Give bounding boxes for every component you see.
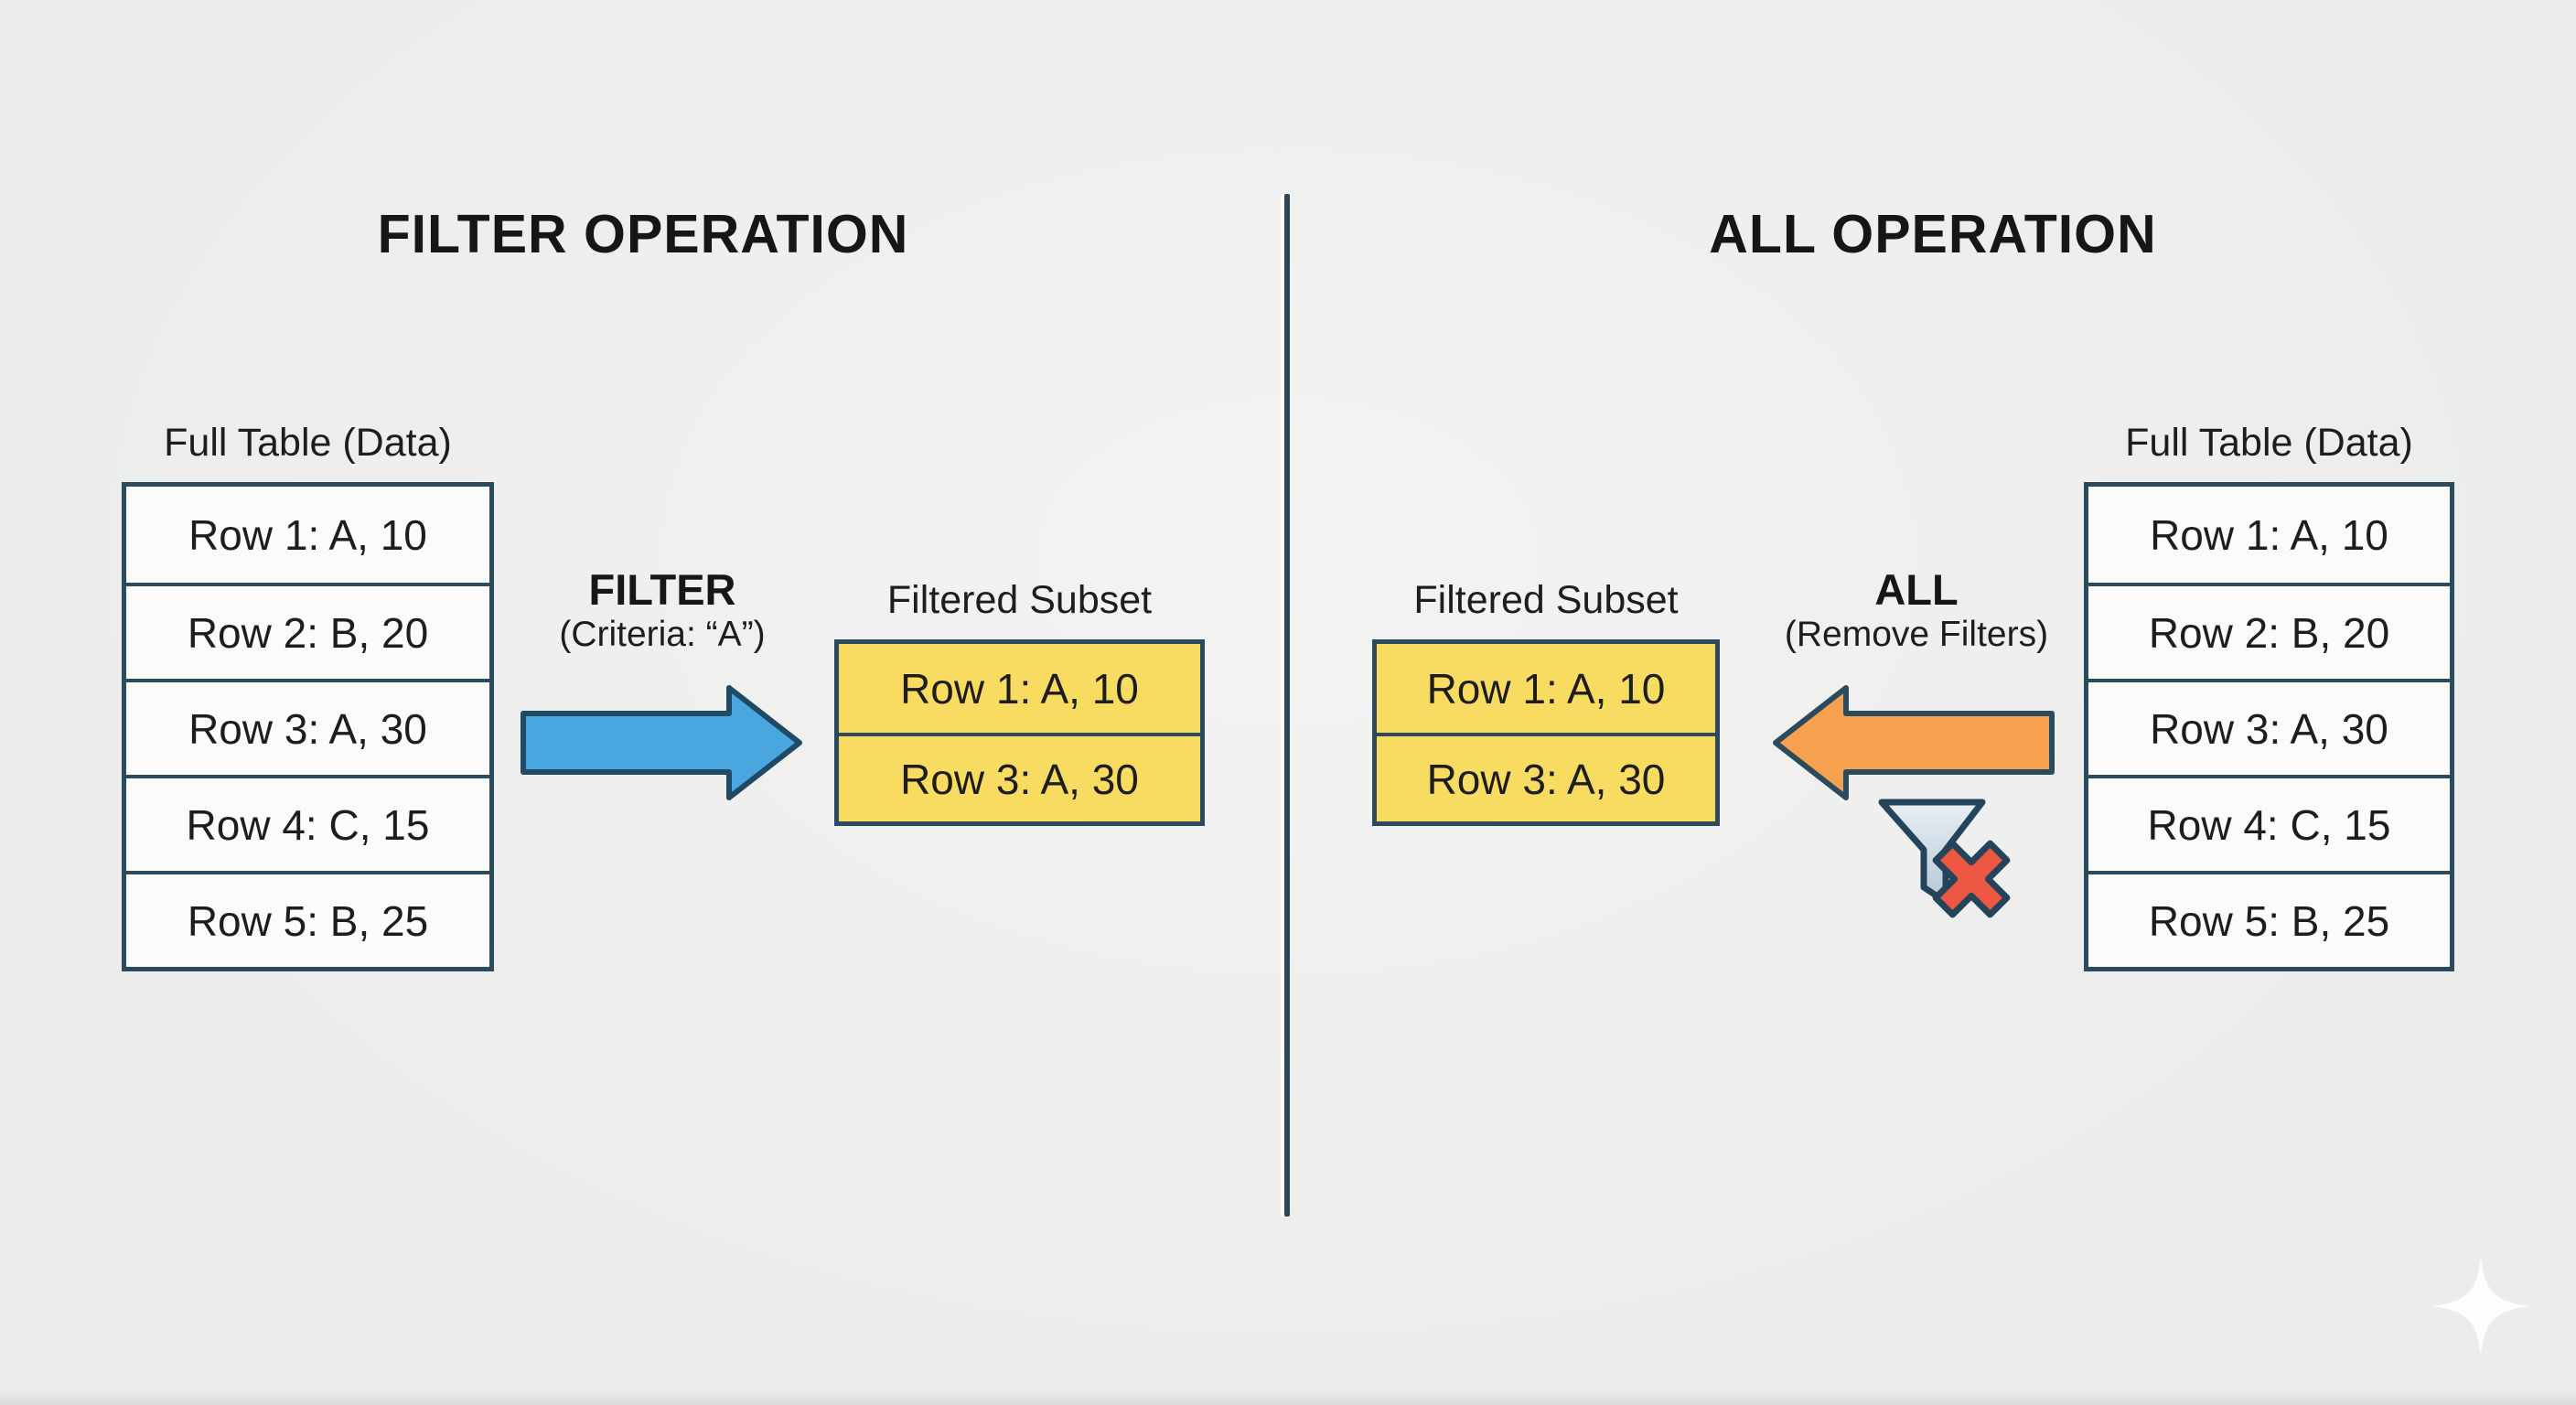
right-filtered-subset-block: Filtered Subset Row 1: A, 10 Row 3: A, 3… [1372,578,1720,826]
left-full-table: Row 1: A, 10 Row 2: B, 20 Row 3: A, 30 R… [122,482,494,971]
table-row: Row 4: C, 15 [126,775,489,871]
left-full-table-block: Full Table (Data) Row 1: A, 10 Row 2: B,… [122,421,494,971]
filter-label: FILTER [588,565,736,614]
table-row: Row 1: A, 10 [126,487,489,583]
remove-filters-label: (Remove Filters) [1784,615,2049,655]
table-row: Row 3: A, 30 [1377,733,1715,821]
right-filtered-subset-title: Filtered Subset [1413,578,1679,622]
all-label: ALL [1874,565,1959,614]
left-filtered-subset-title: Filtered Subset [886,578,1153,622]
table-row: Row 1: A, 10 [1377,644,1715,733]
table-row: Row 2: B, 20 [126,583,489,679]
right-full-table-title: Full Table (Data) [2125,421,2413,465]
sparkle-icon [2432,1258,2529,1355]
left-full-table-title: Full Table (Data) [164,421,452,465]
right-full-table-block: Full Table (Data) Row 1: A, 10 Row 2: B,… [2084,421,2454,971]
vertical-divider [1284,194,1290,1217]
table-row: Row 3: A, 30 [2088,679,2450,775]
red-x-icon [1932,840,2011,918]
all-operation-label: ALL (Remove Filters) [1765,565,2068,656]
table-row: Row 1: A, 10 [2088,487,2450,583]
table-row: Row 2: B, 20 [2088,583,2450,679]
left-filtered-subset-block: Filtered Subset Row 1: A, 10 Row 3: A, 3… [834,578,1205,826]
table-row: Row 1: A, 10 [839,644,1200,733]
filter-right-arrow-icon [521,685,802,800]
left-filtered-subset-table: Row 1: A, 10 Row 3: A, 30 [834,639,1205,826]
filter-operation-label: FILTER (Criteria: “A”) [522,565,802,656]
table-row: Row 5: B, 25 [126,871,489,967]
filter-operation-title: FILTER OPERATION [377,204,909,264]
table-row: Row 3: A, 30 [839,733,1200,821]
table-row: Row 4: C, 15 [2088,775,2450,871]
bottom-edge-shade [0,1389,2576,1405]
filter-criteria-label: (Criteria: “A”) [559,615,766,655]
all-left-arrow-icon [1773,685,2055,800]
right-filtered-subset-table: Row 1: A, 10 Row 3: A, 30 [1372,639,1720,826]
remove-filter-icon [1878,799,2011,918]
table-row: Row 5: B, 25 [2088,871,2450,967]
table-row: Row 3: A, 30 [126,679,489,775]
right-full-table: Row 1: A, 10 Row 2: B, 20 Row 3: A, 30 R… [2084,482,2454,971]
all-operation-title: ALL OPERATION [1709,204,2157,264]
